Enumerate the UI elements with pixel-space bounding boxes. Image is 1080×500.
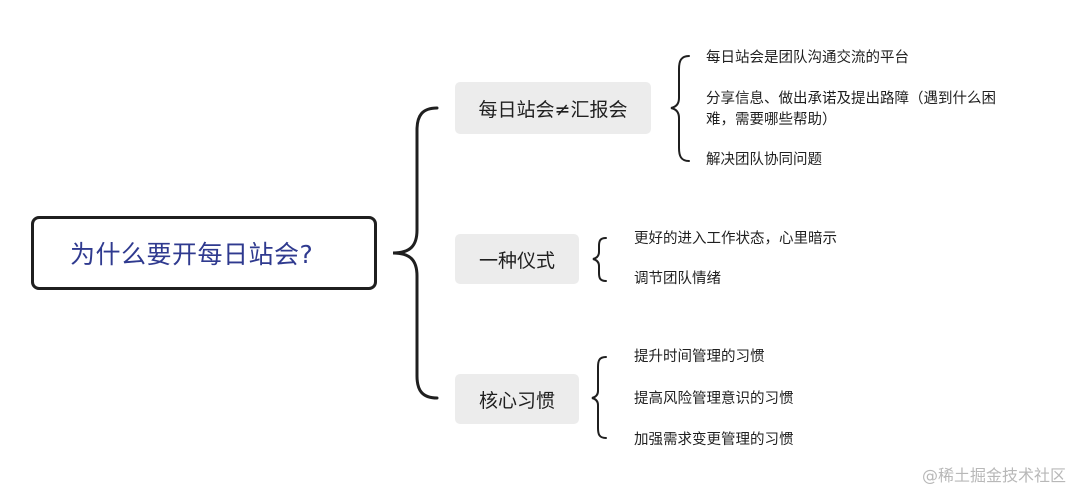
leaf-text: 难，需要哪些帮助） bbox=[706, 112, 837, 128]
root-brace bbox=[392, 106, 439, 400]
branch-brace-2 bbox=[592, 237, 607, 282]
branch-label-1: 每日站会≠汇报会 bbox=[478, 98, 628, 121]
leaf-text: 分享信息、做出承诺及提出路障（遇到什么困 bbox=[706, 91, 996, 107]
branch-label-2: 一种仪式 bbox=[478, 249, 555, 272]
branch-brace-1 bbox=[670, 55, 690, 162]
branch-node-3: 核心习惯 bbox=[455, 374, 579, 424]
root-label: 为什么要开每日站会? bbox=[70, 240, 314, 269]
leaf-text: 加强需求变更管理的习惯 bbox=[634, 432, 794, 448]
leaf-text: 更好的进入工作状态，心里暗示 bbox=[634, 231, 837, 247]
leaf-text: 每日站会是团队沟通交流的平台 bbox=[706, 50, 909, 66]
branch-node-1: 每日站会≠汇报会 bbox=[455, 82, 651, 134]
leaf-text: 解决团队协同问题 bbox=[706, 152, 822, 168]
branch-brace-3 bbox=[591, 356, 607, 439]
root-node: 为什么要开每日站会? bbox=[31, 216, 377, 290]
leaf-text: 提高风险管理意识的习惯 bbox=[634, 391, 794, 407]
watermark: @稀土掘金技术社区 bbox=[921, 466, 1066, 485]
branch-node-2: 一种仪式 bbox=[455, 234, 579, 284]
leaf-text: 调节团队情绪 bbox=[634, 271, 721, 287]
branch-label-3: 核心习惯 bbox=[478, 389, 555, 412]
leaf-text: 提升时间管理的习惯 bbox=[634, 349, 765, 365]
